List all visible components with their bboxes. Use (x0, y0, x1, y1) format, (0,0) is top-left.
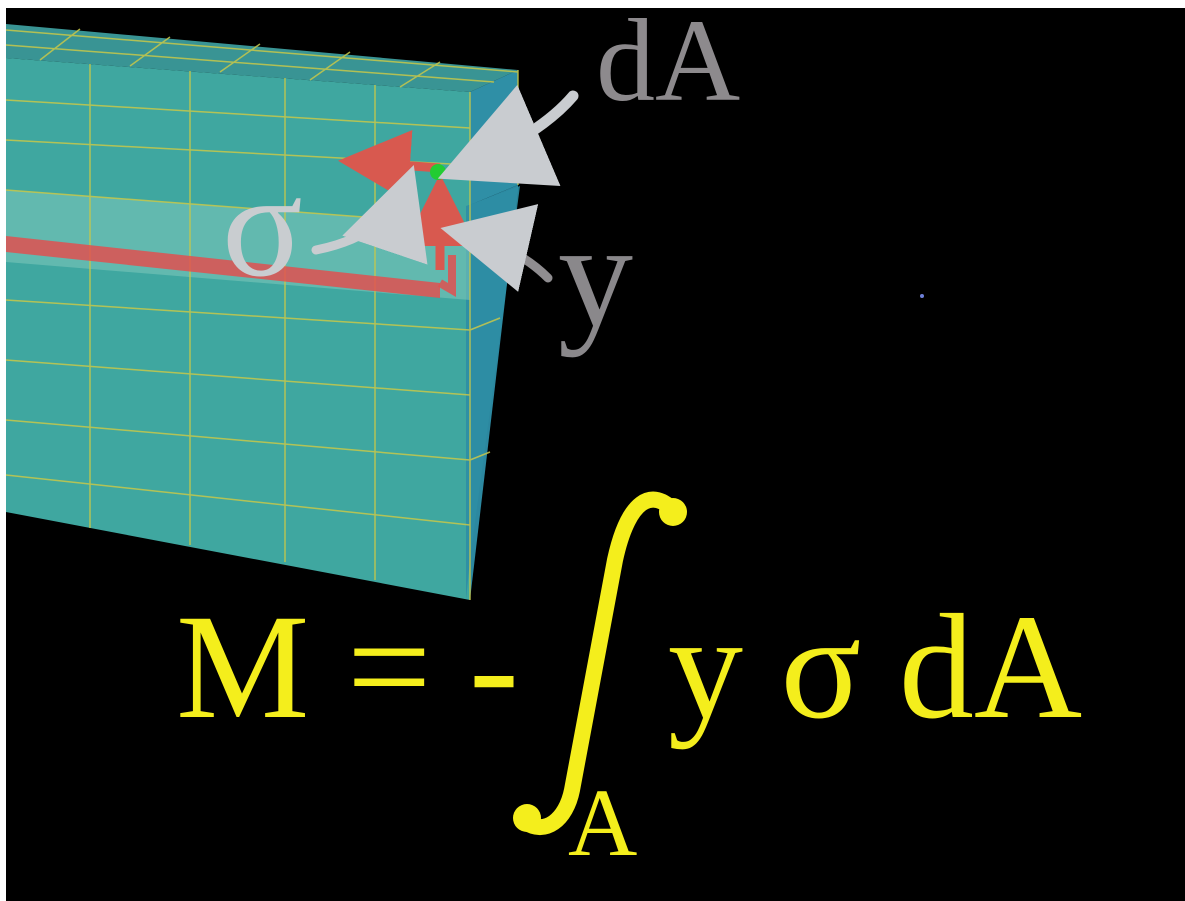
beam-side-face (470, 70, 518, 205)
sigma-pointer-arrow (311, 164, 428, 265)
integral-subscript: A (568, 769, 638, 876)
integral-sign (517, 491, 683, 835)
element-dA (430, 164, 446, 180)
dA-pointer-arrow (437, 84, 579, 187)
y-pointer-arrow (440, 204, 553, 292)
beam-front-face (6, 58, 470, 600)
equation-integrand: y σ dA (668, 584, 1083, 750)
grid-lines (5, 28, 519, 600)
blue-dot (920, 294, 924, 298)
dA-label: dA (596, 0, 741, 126)
y-label: y (558, 192, 633, 358)
sigma-label: σ (222, 142, 303, 308)
equation-lhs: M = - (176, 584, 519, 750)
sigma-vector (338, 129, 441, 202)
stress-strip (6, 236, 440, 298)
